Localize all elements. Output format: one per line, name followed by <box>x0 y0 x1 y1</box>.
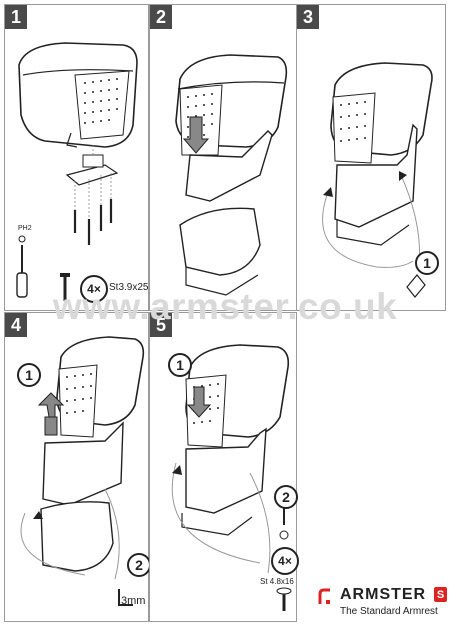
tool-size-label: PH2 <box>18 225 32 232</box>
step-4-panel: 4 1 2 3mm <box>4 312 151 622</box>
substep-1-badge: 1 <box>168 353 192 377</box>
brand-name: ARMSTER <box>340 586 427 603</box>
substep-2-badge: 2 <box>274 485 298 509</box>
step-number: 3 <box>297 5 319 29</box>
screw-spec-label: St3.9x25 <box>109 282 149 293</box>
step-number: 4 <box>5 313 27 337</box>
step-3-panel: 3 1 <box>296 4 446 311</box>
substep-1-badge: 1 <box>17 363 41 387</box>
armrest-mounting-illustration <box>175 54 288 296</box>
step-number: 2 <box>150 5 172 29</box>
brand-badge: S <box>434 587 447 602</box>
screw-spec-label: St 4.8x16 <box>260 577 294 586</box>
brand-mark-icon <box>318 588 330 604</box>
screw-quantity-badge: 4× <box>80 275 108 303</box>
step-number: 5 <box>150 313 172 337</box>
substep-2-badge: 2 <box>127 553 151 577</box>
armrest-angle-adjust-illustration <box>322 62 433 298</box>
step-number: 1 <box>5 5 27 29</box>
screw-quantity-badge: 4× <box>271 547 299 575</box>
substep-1-badge: 1 <box>415 251 439 275</box>
step-2-panel: 2 <box>149 4 297 311</box>
armrest-exploded-illustration <box>16 42 138 301</box>
armrest-fixing-illustration <box>171 344 292 611</box>
brand-tagline: The Standard Armrest <box>340 606 438 617</box>
step-1-panel: 1 PH2 4× St3.9x25 <box>4 4 149 311</box>
brand-logo: ARMSTER S The Standard Armrest <box>318 586 448 622</box>
armrest-height-adjust-illustration <box>20 336 145 606</box>
hex-key-size-label: 3mm <box>121 595 146 607</box>
step-5-panel: 5 1 2 4× St 4.8x16 <box>149 312 299 622</box>
